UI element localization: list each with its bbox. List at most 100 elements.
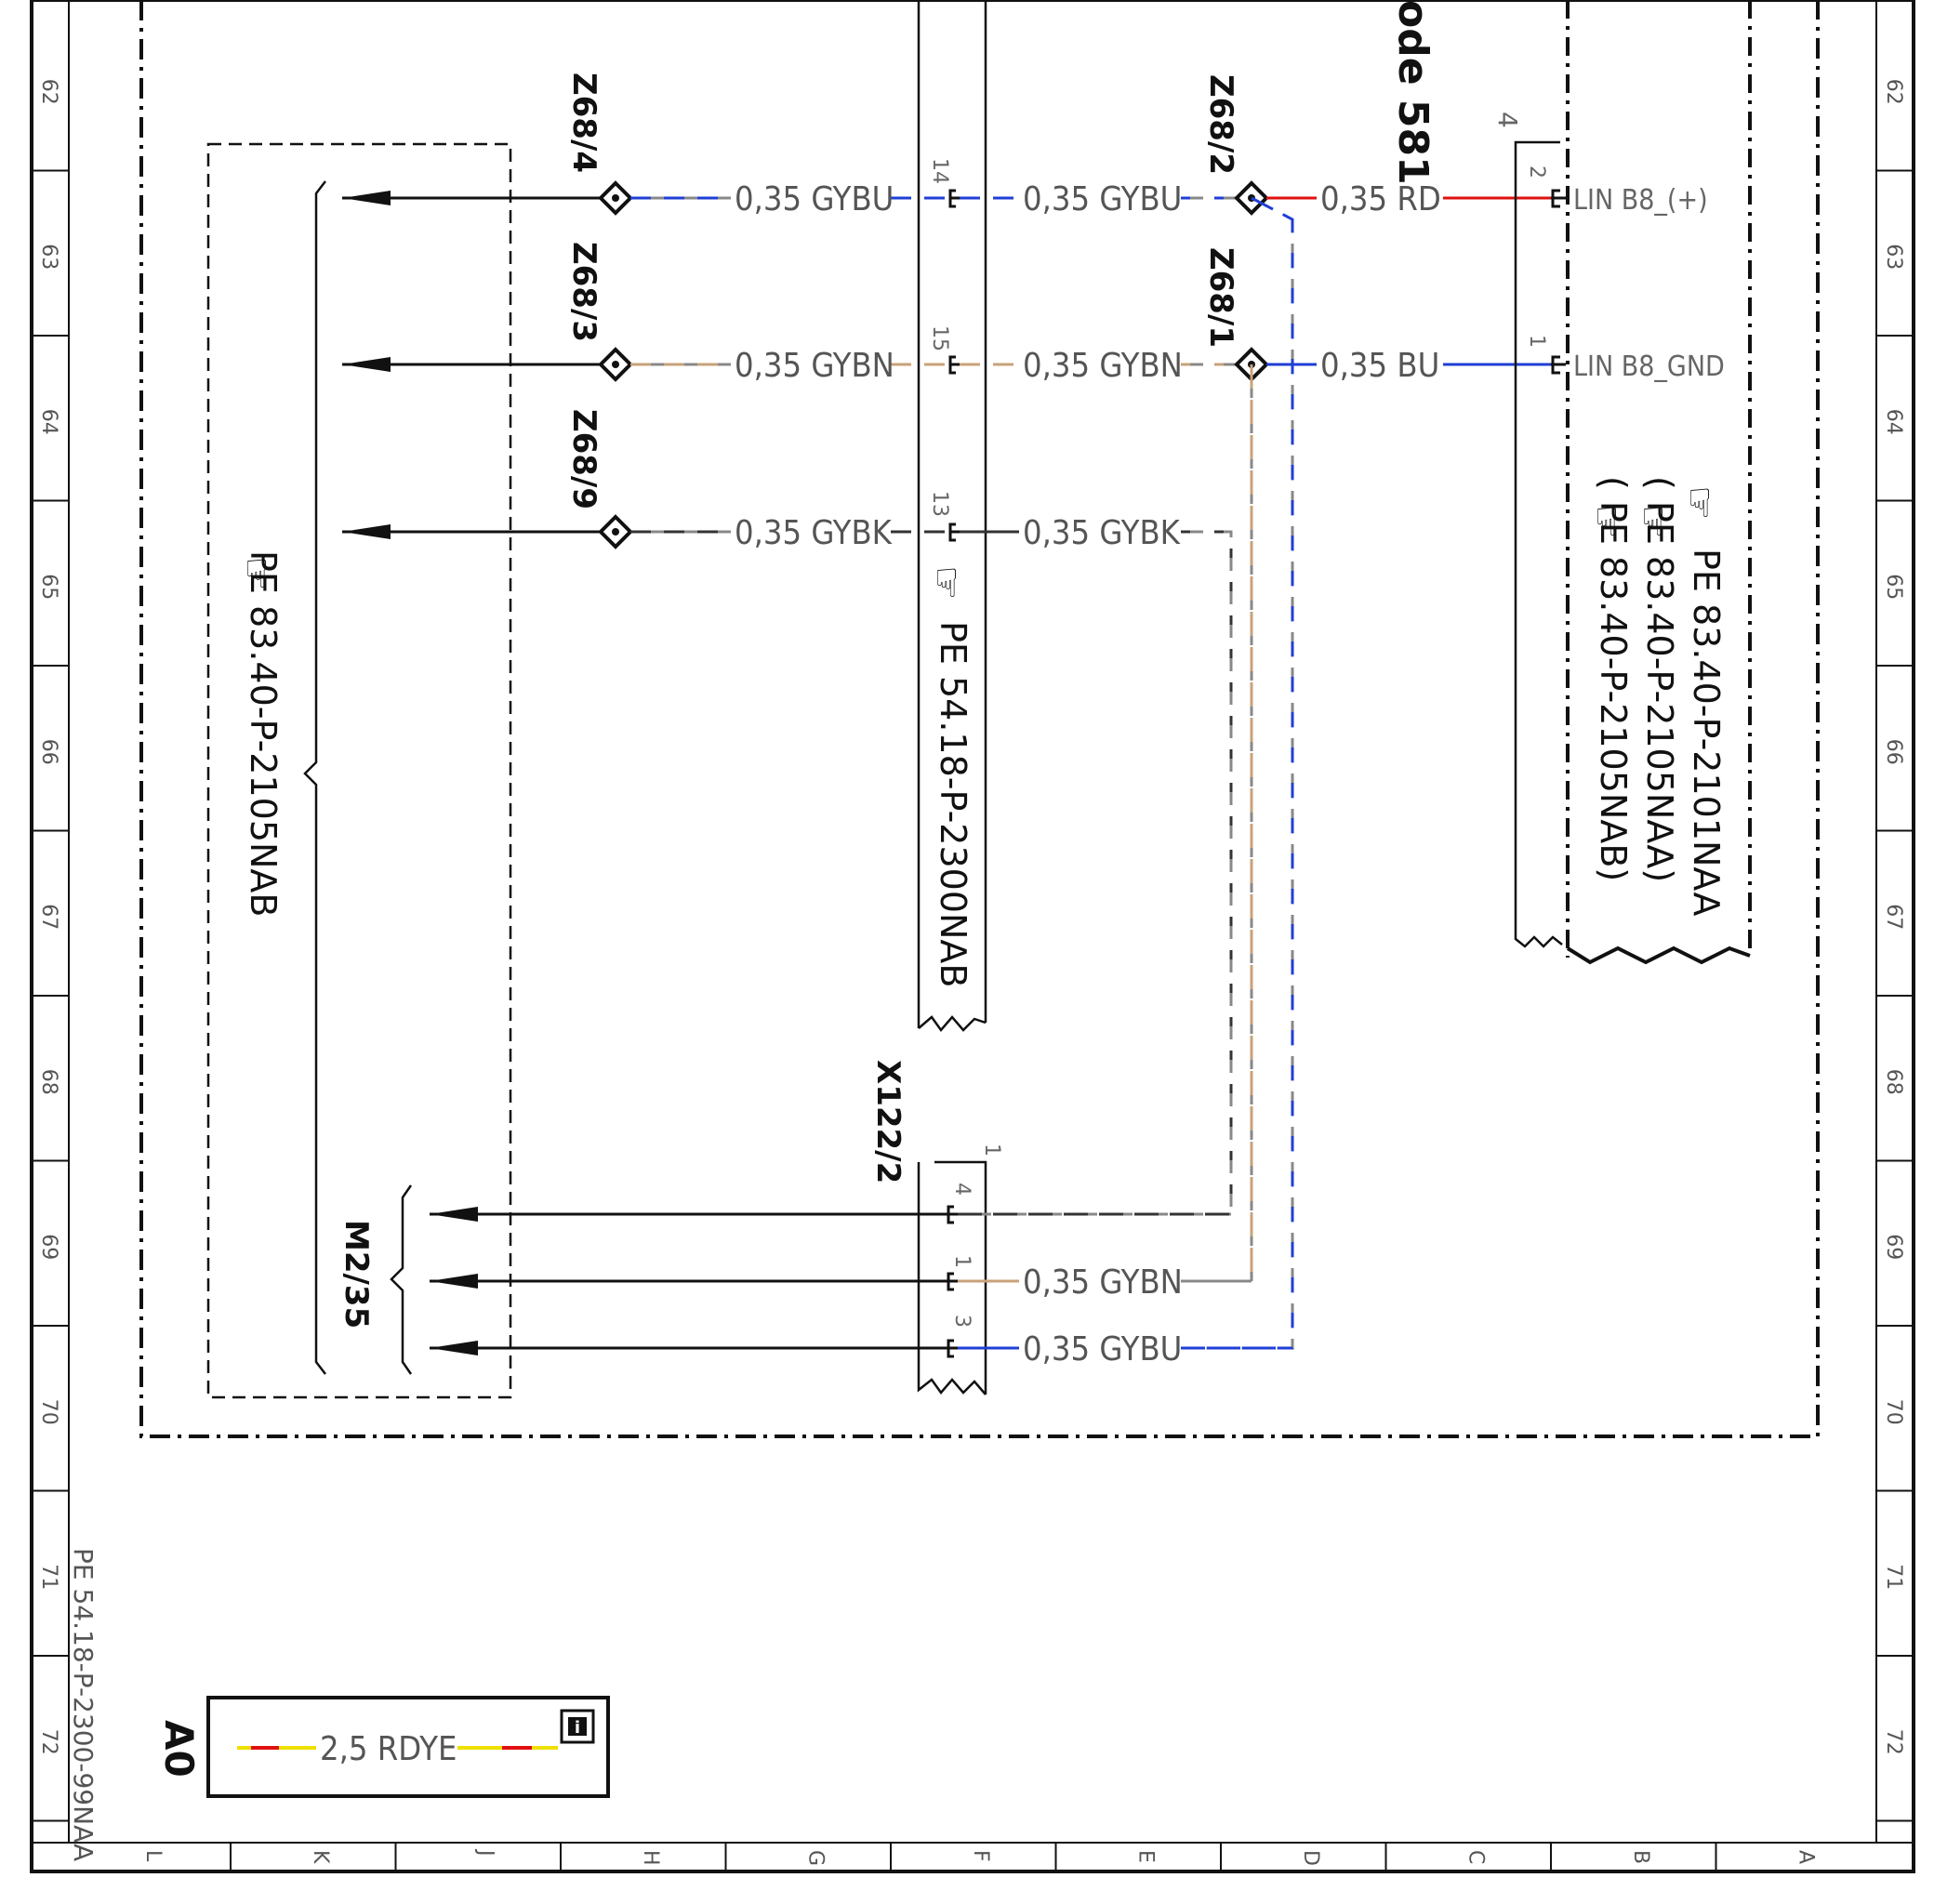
row-label: 67 — [1882, 904, 1905, 930]
row-label: 66 — [37, 739, 60, 765]
right-reference-3: ( PE 83.40-P-2105NAB) — [1593, 476, 1634, 881]
row-label: 70 — [37, 1399, 60, 1425]
column-label: B — [1629, 1850, 1652, 1864]
column-label: F — [969, 1850, 992, 1862]
b8-pin-1[interactable] — [1551, 355, 1566, 375]
x122-pin-label-top: 1 — [980, 1144, 1003, 1157]
b8-signal-lin-gnd: LIN B8_GND — [1573, 350, 1725, 383]
wire-drop-gybn[interactable] — [1186, 364, 1253, 1283]
pin-label-14: 14 — [928, 158, 951, 184]
hand-icon-right-1: ☞ — [1677, 485, 1723, 521]
pin-label-13: 13 — [928, 491, 951, 517]
splice-z68-9[interactable] — [598, 514, 633, 549]
arrow-x122-1 — [430, 1274, 941, 1289]
column-label: K — [309, 1850, 332, 1864]
pin-label-15: 15 — [928, 325, 951, 351]
wire-label-left-gybn: 0,35 GYBN — [735, 347, 894, 385]
x122-pin-1[interactable] — [941, 1272, 958, 1291]
wire-label-mid-gybu: 0,35 GYBU — [1023, 180, 1182, 218]
row-label: 68 — [1882, 1069, 1905, 1095]
right-reference-1: PE 83.40-P-2101NAA — [1686, 549, 1727, 916]
row-label: 71 — [37, 1564, 60, 1590]
row-label: 72 — [1882, 1729, 1905, 1755]
row-label: 63 — [37, 244, 60, 270]
row-label: 64 — [37, 409, 60, 435]
left-dashed-box — [206, 142, 512, 1399]
splice-label-z68-1: Z68/1 — [1202, 247, 1239, 348]
left-box-reference-text: PE 83.40-P-2105NAB — [243, 550, 284, 918]
row-label: 69 — [37, 1234, 60, 1260]
control-unit-label: ode 581 — [1389, 0, 1437, 185]
column-label: G — [804, 1850, 828, 1866]
column-label: L — [141, 1850, 165, 1862]
x122-pin-label-3: 3 — [950, 1315, 974, 1328]
column-label: H — [639, 1850, 662, 1866]
legend-wire-label: 2,5 RDYE — [320, 1730, 457, 1768]
x122-pin-3[interactable] — [941, 1339, 958, 1358]
row-label: 67 — [37, 904, 60, 930]
splice-label-z68-3: Z68/3 — [565, 242, 603, 342]
row-label: 65 — [37, 574, 60, 600]
wire-label-right-bu: 0,35 BU — [1320, 347, 1439, 385]
left-box-reference: PE 83.40-P-2105NAB — [243, 550, 284, 918]
pin-15[interactable] — [948, 355, 960, 375]
left-brace — [303, 180, 326, 1375]
legend-box: i — [206, 1696, 610, 1798]
row-label: 70 — [1882, 1399, 1905, 1425]
pin-14[interactable] — [948, 189, 960, 208]
right-reference-2: ( PE 83.40-P-2105NAA) — [1639, 476, 1680, 882]
hand-icon-right-2: ☞ — [1631, 504, 1676, 539]
m2-brace — [390, 1184, 413, 1375]
hand-icon-right-3: ☞ — [1584, 504, 1630, 539]
row-label: 63 — [1882, 244, 1905, 270]
column-label: A — [1795, 1850, 1818, 1864]
connector-x122-label: X122/2 — [869, 1060, 907, 1183]
row-label: 64 — [1882, 409, 1905, 435]
connector-x122 — [917, 1160, 987, 1395]
row-label: 62 — [1882, 79, 1905, 105]
row-label: 65 — [1882, 574, 1905, 600]
svg-text:i: i — [575, 1718, 580, 1738]
middle-reference: PE 54.18-P-2300NAB — [933, 621, 974, 988]
module-b8 — [1514, 0, 1752, 965]
wire-drop-gybu[interactable] — [1186, 196, 1294, 1350]
splice-z68-4[interactable] — [598, 180, 633, 216]
hand-icon: ☞ — [234, 556, 280, 591]
wire-label-mid-gybn: 0,35 GYBN — [1023, 347, 1183, 385]
column-label: D — [1299, 1850, 1322, 1866]
sheet-outer-frame — [30, 0, 1915, 1873]
row-label: 72 — [37, 1729, 60, 1755]
splice-label-z68-9: Z68/9 — [565, 409, 603, 509]
column-label: C — [1464, 1850, 1488, 1864]
wire-label-x122-gybn: 0,35 GYBN — [1023, 1263, 1183, 1302]
arrow-row-62 — [342, 191, 614, 205]
wire-label-left-gybk: 0,35 GYBK — [735, 514, 893, 552]
wire-label-x122-gybu: 0,35 GYBU — [1023, 1330, 1182, 1368]
splice-z68-3[interactable] — [598, 347, 633, 382]
hand-icon-mid: ☞ — [924, 565, 970, 601]
pin-13[interactable] — [948, 522, 960, 542]
arrow-x122-4 — [430, 1207, 941, 1222]
row-label: 66 — [1882, 739, 1905, 765]
row-label: 71 — [1882, 1564, 1905, 1590]
wire-label-right-rd: 0,35 RD — [1320, 180, 1441, 218]
b8-pin-label-1: 1 — [1525, 335, 1548, 348]
b8-pin-2[interactable] — [1551, 189, 1566, 208]
info-icon[interactable]: i — [560, 1709, 595, 1744]
wire-mid-gybk[interactable] — [960, 530, 1233, 1213]
legend-label: A0 — [156, 1720, 202, 1778]
b8-signal-lin-plus: LIN B8_(+) — [1573, 184, 1708, 217]
x122-pin-label-4: 4 — [950, 1183, 974, 1196]
splice-label-z68-4: Z68/4 — [565, 73, 603, 173]
b8-pin-label-2: 2 — [1525, 165, 1548, 178]
arrow-row-63 — [342, 357, 614, 372]
x122-pin-4[interactable] — [941, 1205, 958, 1224]
splice-label-z68-2: Z68/2 — [1202, 74, 1239, 175]
middle-connector — [917, 0, 987, 1033]
row-label: 69 — [1882, 1234, 1905, 1260]
wire-label-left-gybu: 0,35 GYBU — [735, 180, 894, 218]
x122-pin-label-1: 1 — [950, 1255, 974, 1268]
arrow-row-64 — [342, 524, 614, 539]
